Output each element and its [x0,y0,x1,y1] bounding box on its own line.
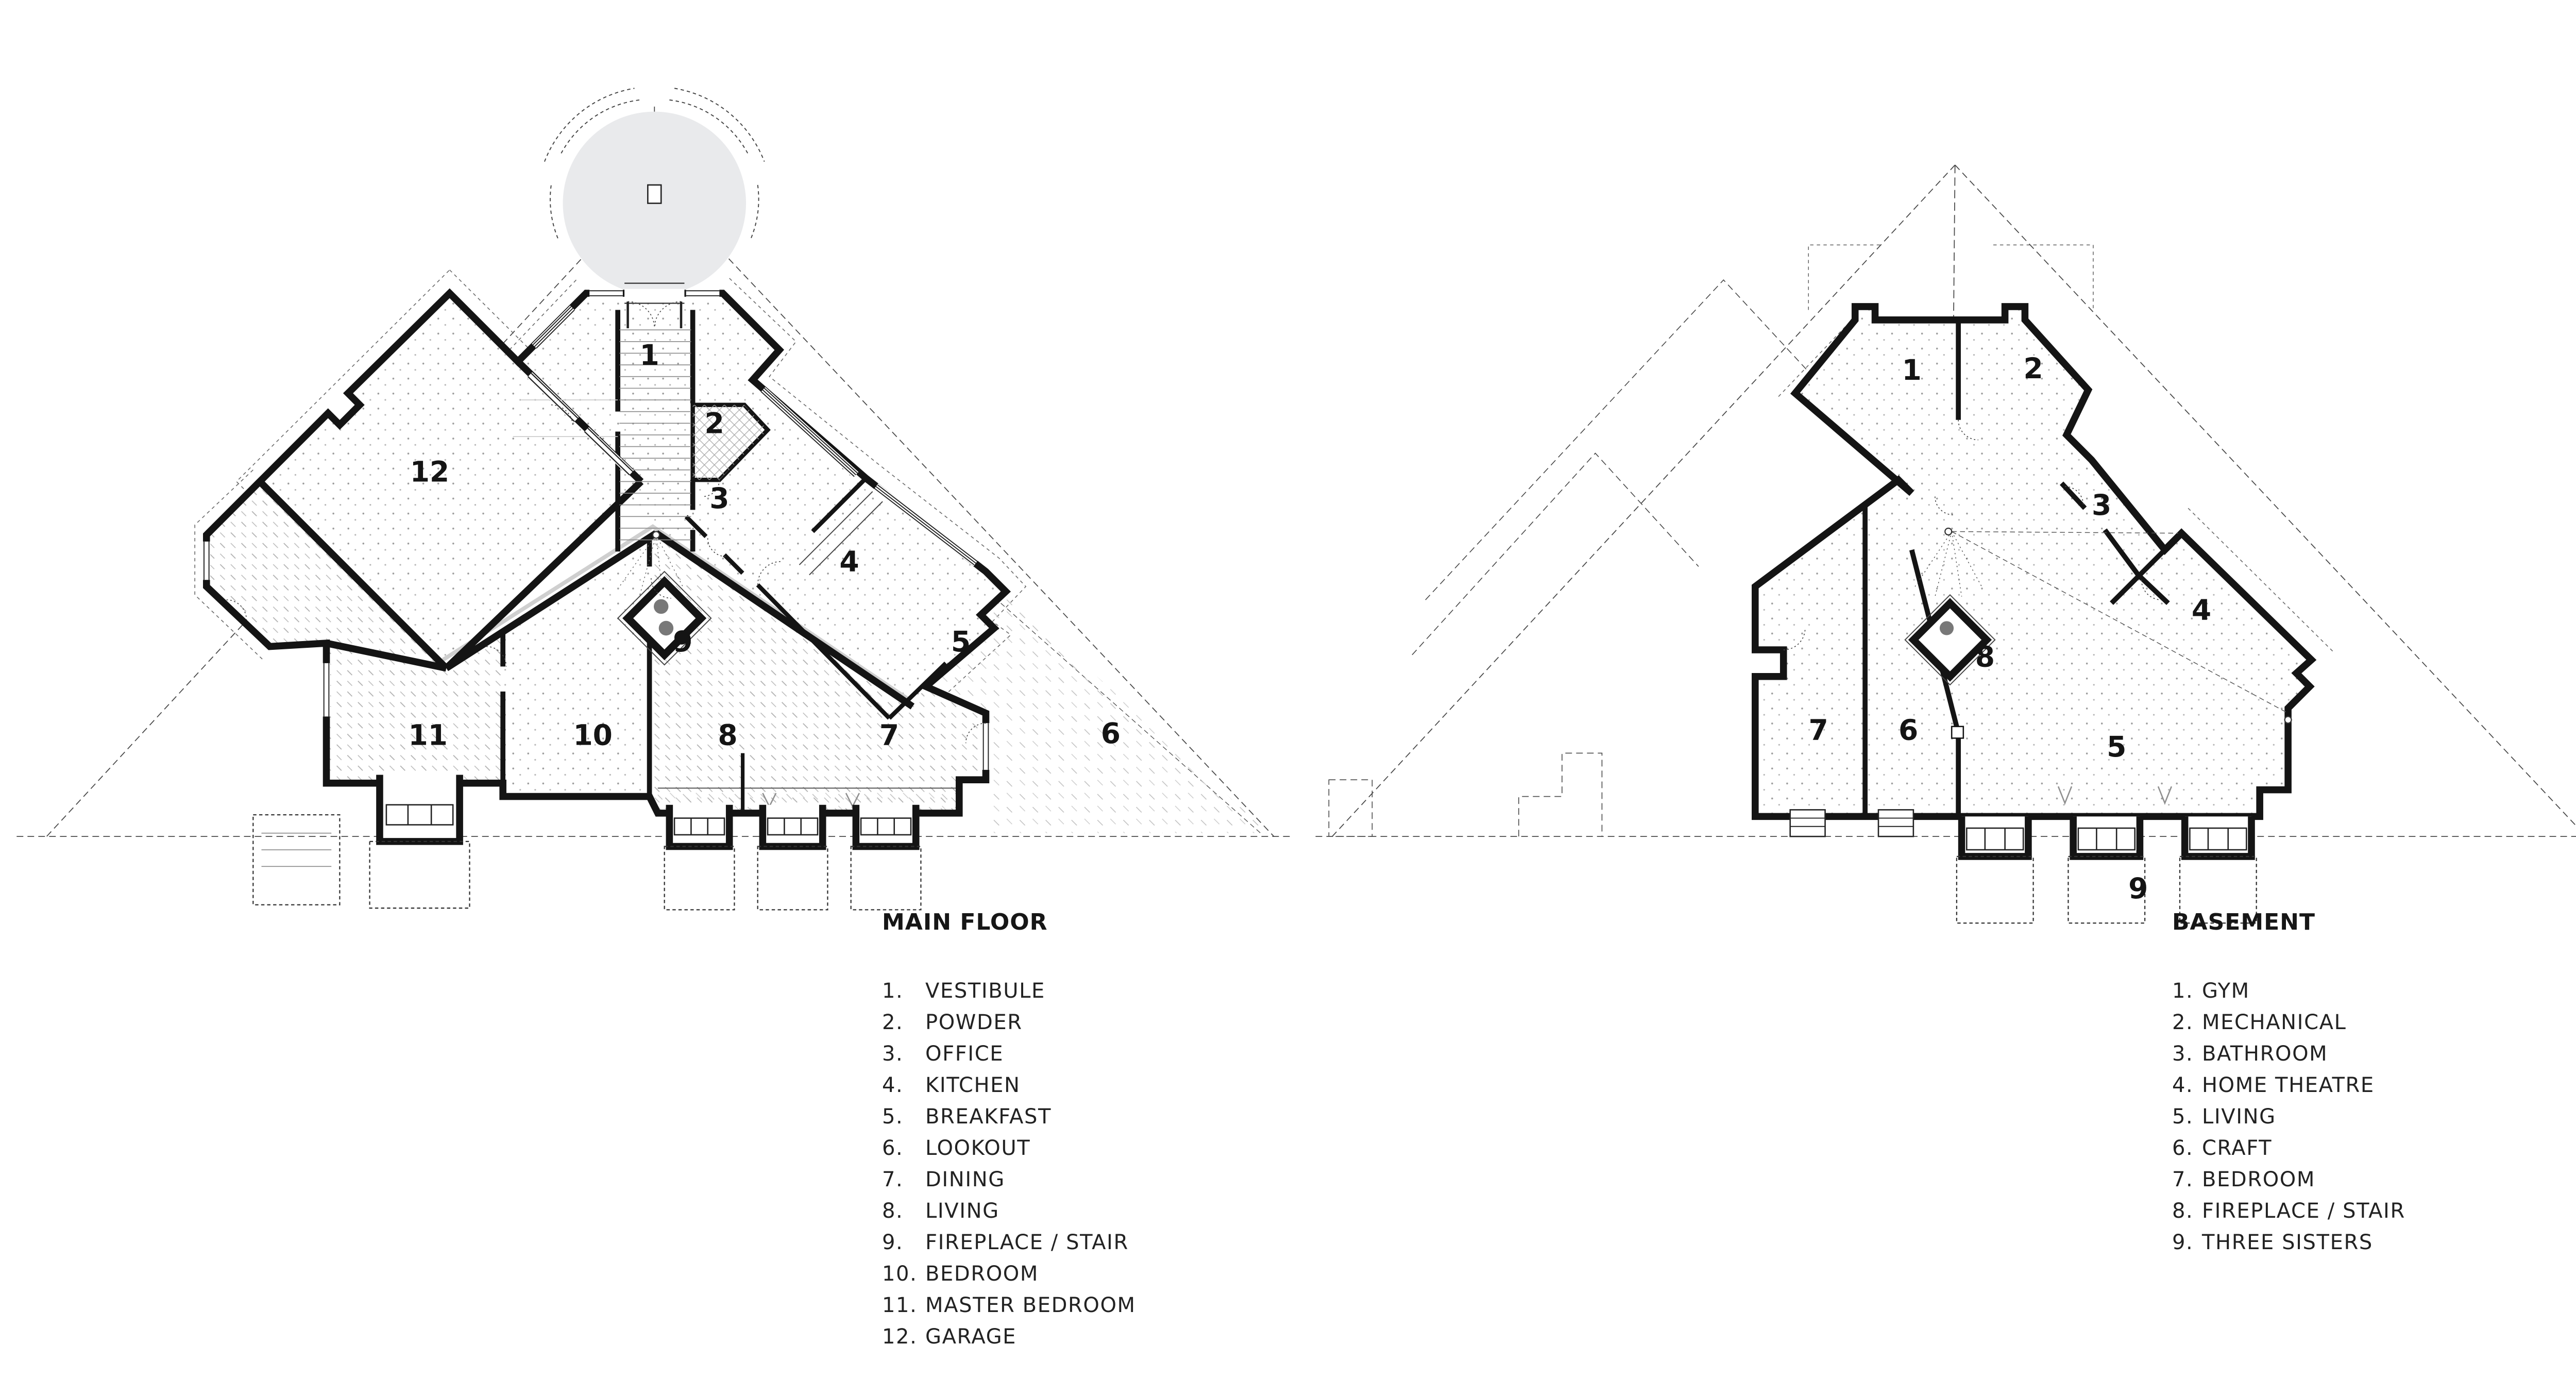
room-number-label: 5 [951,625,971,658]
legend-item: 2.POWDER [882,1011,1023,1034]
room-number-label: 10 [573,718,612,751]
main-stair [513,329,691,541]
room-number-label: 9 [2128,872,2148,905]
main-door-arcs [226,404,986,744]
basement-title: BASEMENT [2172,909,2316,935]
room-number-label: 7 [1808,714,1828,747]
legend-item: 1.GYM [2172,979,2250,1003]
fireplace-main [617,570,712,666]
ridge-point-basement [1944,527,1953,536]
turret [544,88,765,295]
room-number-label: 2 [2023,352,2043,385]
legend-main-floor: MAIN FLOOR 1.VESTIBULE 2.POWDER 3.OFFICE 4.… [882,909,1136,1353]
room-number-label: 4 [839,545,859,578]
legend-item: 7.BEDROOM [2172,1168,2315,1191]
ridge-point-main [652,531,660,539]
roof-offset-dashes-basement [1778,244,2333,652]
legend-item: 5.BREAKFAST [882,1105,1052,1129]
room-number-label: 11 [408,718,447,751]
legend-item: 9.THREE SISTERS [2172,1231,2373,1254]
room-number-label: 2 [705,407,724,440]
basement-plan: 1 2 3 4 5 6 7 8 9 [1315,164,2576,924]
ridge-rays-basement [1914,531,2289,714]
room-number-label: 6 [1899,714,1918,747]
main-dashed-porches [252,814,922,911]
room-number-label: 1 [639,339,659,372]
wall-point-marker [2284,716,2292,724]
lookout-deck [927,595,1269,833]
basement-exterior-walls [1751,303,2317,820]
room-number-label: 9 [673,625,692,658]
turret-apex-post [647,184,662,204]
main-floor-title: MAIN FLOOR [882,909,1048,935]
room-number-label: 8 [1975,640,1995,673]
basement-window-bays [1958,816,2255,860]
legend-item: 8.FIREPLACE / STAIR [2172,1199,2405,1223]
main-windows [202,289,990,770]
legend-item: 4.HOME THEATRE [2172,1073,2375,1097]
legend-item: 6.CRAFT [2172,1136,2273,1160]
main-floor-room-list: 1.VESTIBULE 2.POWDER 3.OFFICE 4.KITCHEN 5.BR… [882,976,1136,1353]
ridge-band [442,524,910,702]
legend-item: 5.LIVING [2172,1105,2276,1129]
vent-marks-basement [2057,786,2173,805]
basement-small-windows [1789,809,1914,837]
room-number-label: 12 [410,455,449,488]
entry-door [624,282,685,328]
room-number-label: 3 [2092,489,2111,522]
room-number-label: 4 [2192,594,2211,627]
main-interior-walls [257,310,947,813]
legend-item: 12.GARAGE [882,1325,1017,1349]
room-number-label: 7 [879,718,899,751]
legend-item: 4.KITCHEN [882,1073,1021,1097]
main-window-bays [376,775,920,850]
kitchen-counter [799,491,883,576]
garage-doors [527,372,634,476]
legend-item: 3.OFFICE [882,1042,1004,1066]
legend-item: 7.DINING [882,1168,1005,1191]
room-number-label: 1 [1902,354,1922,386]
legend-item: 1.VESTIBULE [882,979,1045,1003]
basement-room-list: 1.GYM 2.MECHANICAL 3.BATHROOM 4.HOME THEATR… [2172,976,2405,1258]
legend-basement: BASEMENT 1.GYM 2.MECHANICAL 3.BATHROOM 4.HO… [2172,909,2405,1258]
room-number-label: 5 [2107,730,2126,763]
basement-door-arcs [1783,419,2162,650]
legend-item: 3.BATHROOM [2172,1042,2328,1066]
legend-item: 11.MASTER BEDROOM [882,1293,1136,1317]
legend-item: 9.FIREPLACE / STAIR [882,1231,1129,1254]
room-number-label: 6 [1101,717,1121,750]
legend-item: 10.BEDROOM [882,1262,1039,1286]
basement-window-wells [1956,855,2257,924]
legend-item: 8.LIVING [882,1199,999,1223]
room-number-label: 8 [718,718,737,751]
room-number-label: 3 [709,482,729,515]
legend-item: 2.MECHANICAL [2172,1011,2347,1034]
fireplace-basement [1904,594,1996,686]
legend-item: 6.LOOKOUT [882,1136,1031,1160]
post-marker [1951,726,1964,739]
